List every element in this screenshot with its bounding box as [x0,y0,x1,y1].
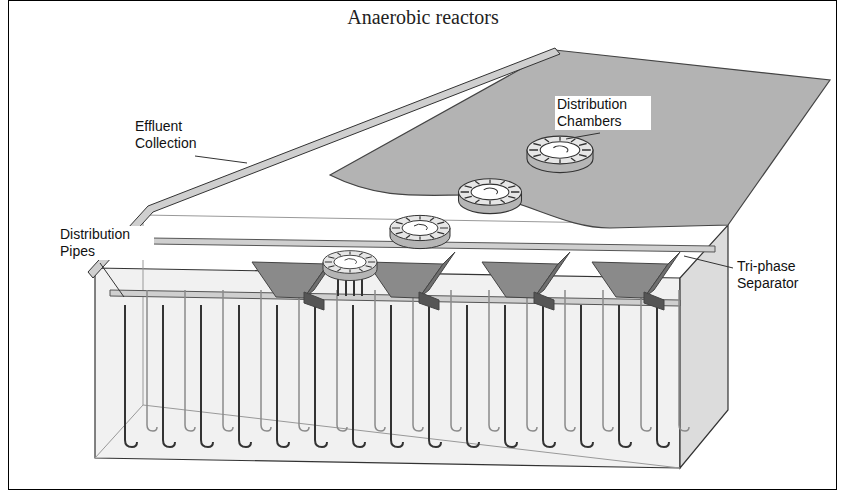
title: Anaerobic reactors [0,6,846,29]
part-label: Tri-phase Separator [735,258,821,292]
part-label: Effluent Collection [133,118,219,152]
part-label: Distribution Chambers [555,96,651,130]
part-label: Distribution Pipes [58,226,154,260]
